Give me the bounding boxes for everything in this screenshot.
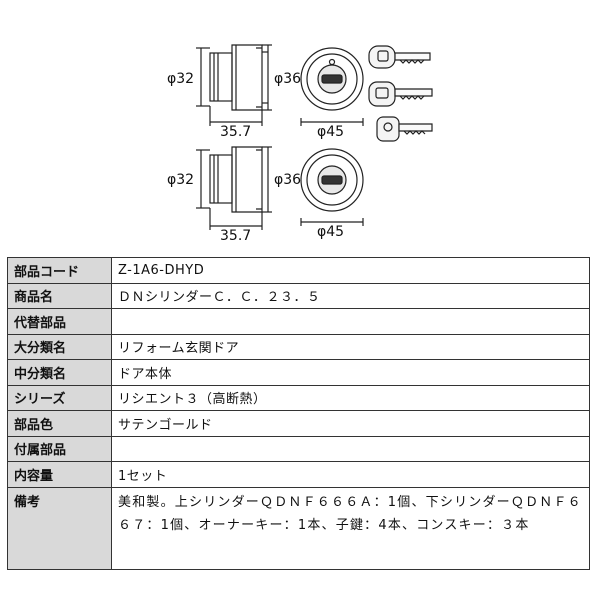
bottom-phi36-label: φ36 (274, 172, 301, 188)
table-row: 中分類名 ドア本体 (7, 359, 590, 386)
row-label: 大分類名 (7, 333, 112, 360)
table-row: 備考 美和製。上シリンダーＱＤＮＦ６６６Ａ：1個、下シリンダーＱＤＮＦ６６７：1… (7, 486, 590, 570)
row-value: サテンゴールド (111, 410, 590, 437)
bottom-cylinder-side-view (196, 146, 272, 230)
table-row: 代替部品 (7, 308, 590, 335)
key-icon (368, 81, 433, 107)
row-value (111, 308, 590, 335)
row-value: 1セット (111, 461, 590, 488)
spec-table: 部品コード Z-1A6-DHYD 商品名 ＤＮシリンダーＣ．Ｃ．２３．５ 代替部… (7, 257, 590, 570)
row-label: 付属部品 (7, 435, 112, 462)
top-cylinder-side-view (196, 44, 272, 126)
row-value: リシエント３（高断熱） (111, 384, 590, 411)
table-row: 部品色 サテンゴールド (7, 410, 590, 437)
row-label: 中分類名 (7, 359, 112, 386)
row-value: 美和製。上シリンダーＱＤＮＦ６６６Ａ：1個、下シリンダーＱＤＮＦ６６７：1個、オ… (111, 486, 590, 570)
bottom-phi45-label: φ45 (317, 224, 344, 240)
table-row: 付属部品 (7, 435, 590, 462)
key-icon (376, 116, 433, 142)
top-phi36-label: φ36 (274, 71, 301, 87)
table-row: 内容量 1セット (7, 461, 590, 488)
row-label: 商品名 (7, 282, 112, 309)
bottom-cylinder-front-view (300, 148, 364, 226)
row-value: Z-1A6-DHYD (111, 257, 590, 284)
top-phi32-label: φ32 (167, 71, 194, 87)
top-phi45-label: φ45 (317, 124, 344, 140)
row-label: 内容量 (7, 461, 112, 488)
product-drawing: φ32 35.7 φ36 φ45 φ32 35.7 φ36 φ45 (0, 0, 600, 245)
row-value: ＤＮシリンダーＣ．Ｃ．２３．５ (111, 282, 590, 309)
bottom-phi32-label: φ32 (167, 172, 194, 188)
key-icon (368, 45, 431, 69)
row-label: 備考 (7, 486, 112, 570)
cylinder-diagram: φ32 35.7 φ36 φ45 φ32 35.7 φ36 φ45 (167, 44, 433, 244)
row-value: リフォーム玄関ドア (111, 333, 590, 360)
row-value (111, 435, 590, 462)
table-row: シリーズ リシエント３（高断熱） (7, 384, 590, 411)
row-label: シリーズ (7, 384, 112, 411)
row-value: ドア本体 (111, 359, 590, 386)
row-label: 部品色 (7, 410, 112, 437)
row-label: 部品コード (7, 257, 112, 284)
row-label: 代替部品 (7, 308, 112, 335)
table-row: 商品名 ＤＮシリンダーＣ．Ｃ．２３．５ (7, 282, 590, 309)
top-cylinder-front-view (300, 47, 364, 126)
top-length-label: 35.7 (220, 124, 251, 140)
table-row: 大分類名 リフォーム玄関ドア (7, 333, 590, 360)
table-row: 部品コード Z-1A6-DHYD (7, 257, 590, 284)
bottom-length-label: 35.7 (220, 228, 251, 244)
